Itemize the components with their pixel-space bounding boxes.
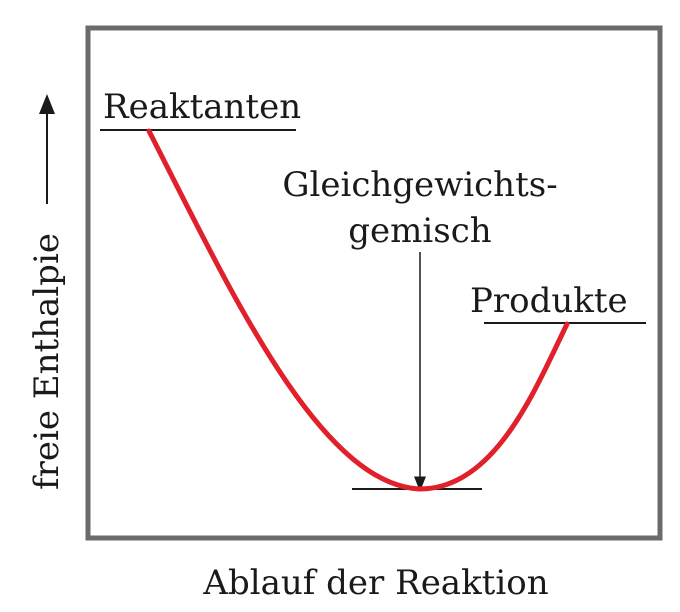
equilibrium-label-line1: Gleichgewichts-: [282, 165, 557, 205]
y-axis-label-group: freie Enthalpie: [27, 94, 67, 490]
y-axis-label: freie Enthalpie: [27, 233, 67, 490]
equilibrium-label-line2: gemisch: [348, 211, 491, 251]
x-axis-label: Ablauf der Reaktion: [202, 563, 548, 603]
products-label: Produkte: [470, 281, 628, 321]
reactants-label: Reaktanten: [103, 87, 301, 127]
free-enthalpy-curve: [146, 128, 570, 492]
plot-frame: [85, 25, 663, 541]
